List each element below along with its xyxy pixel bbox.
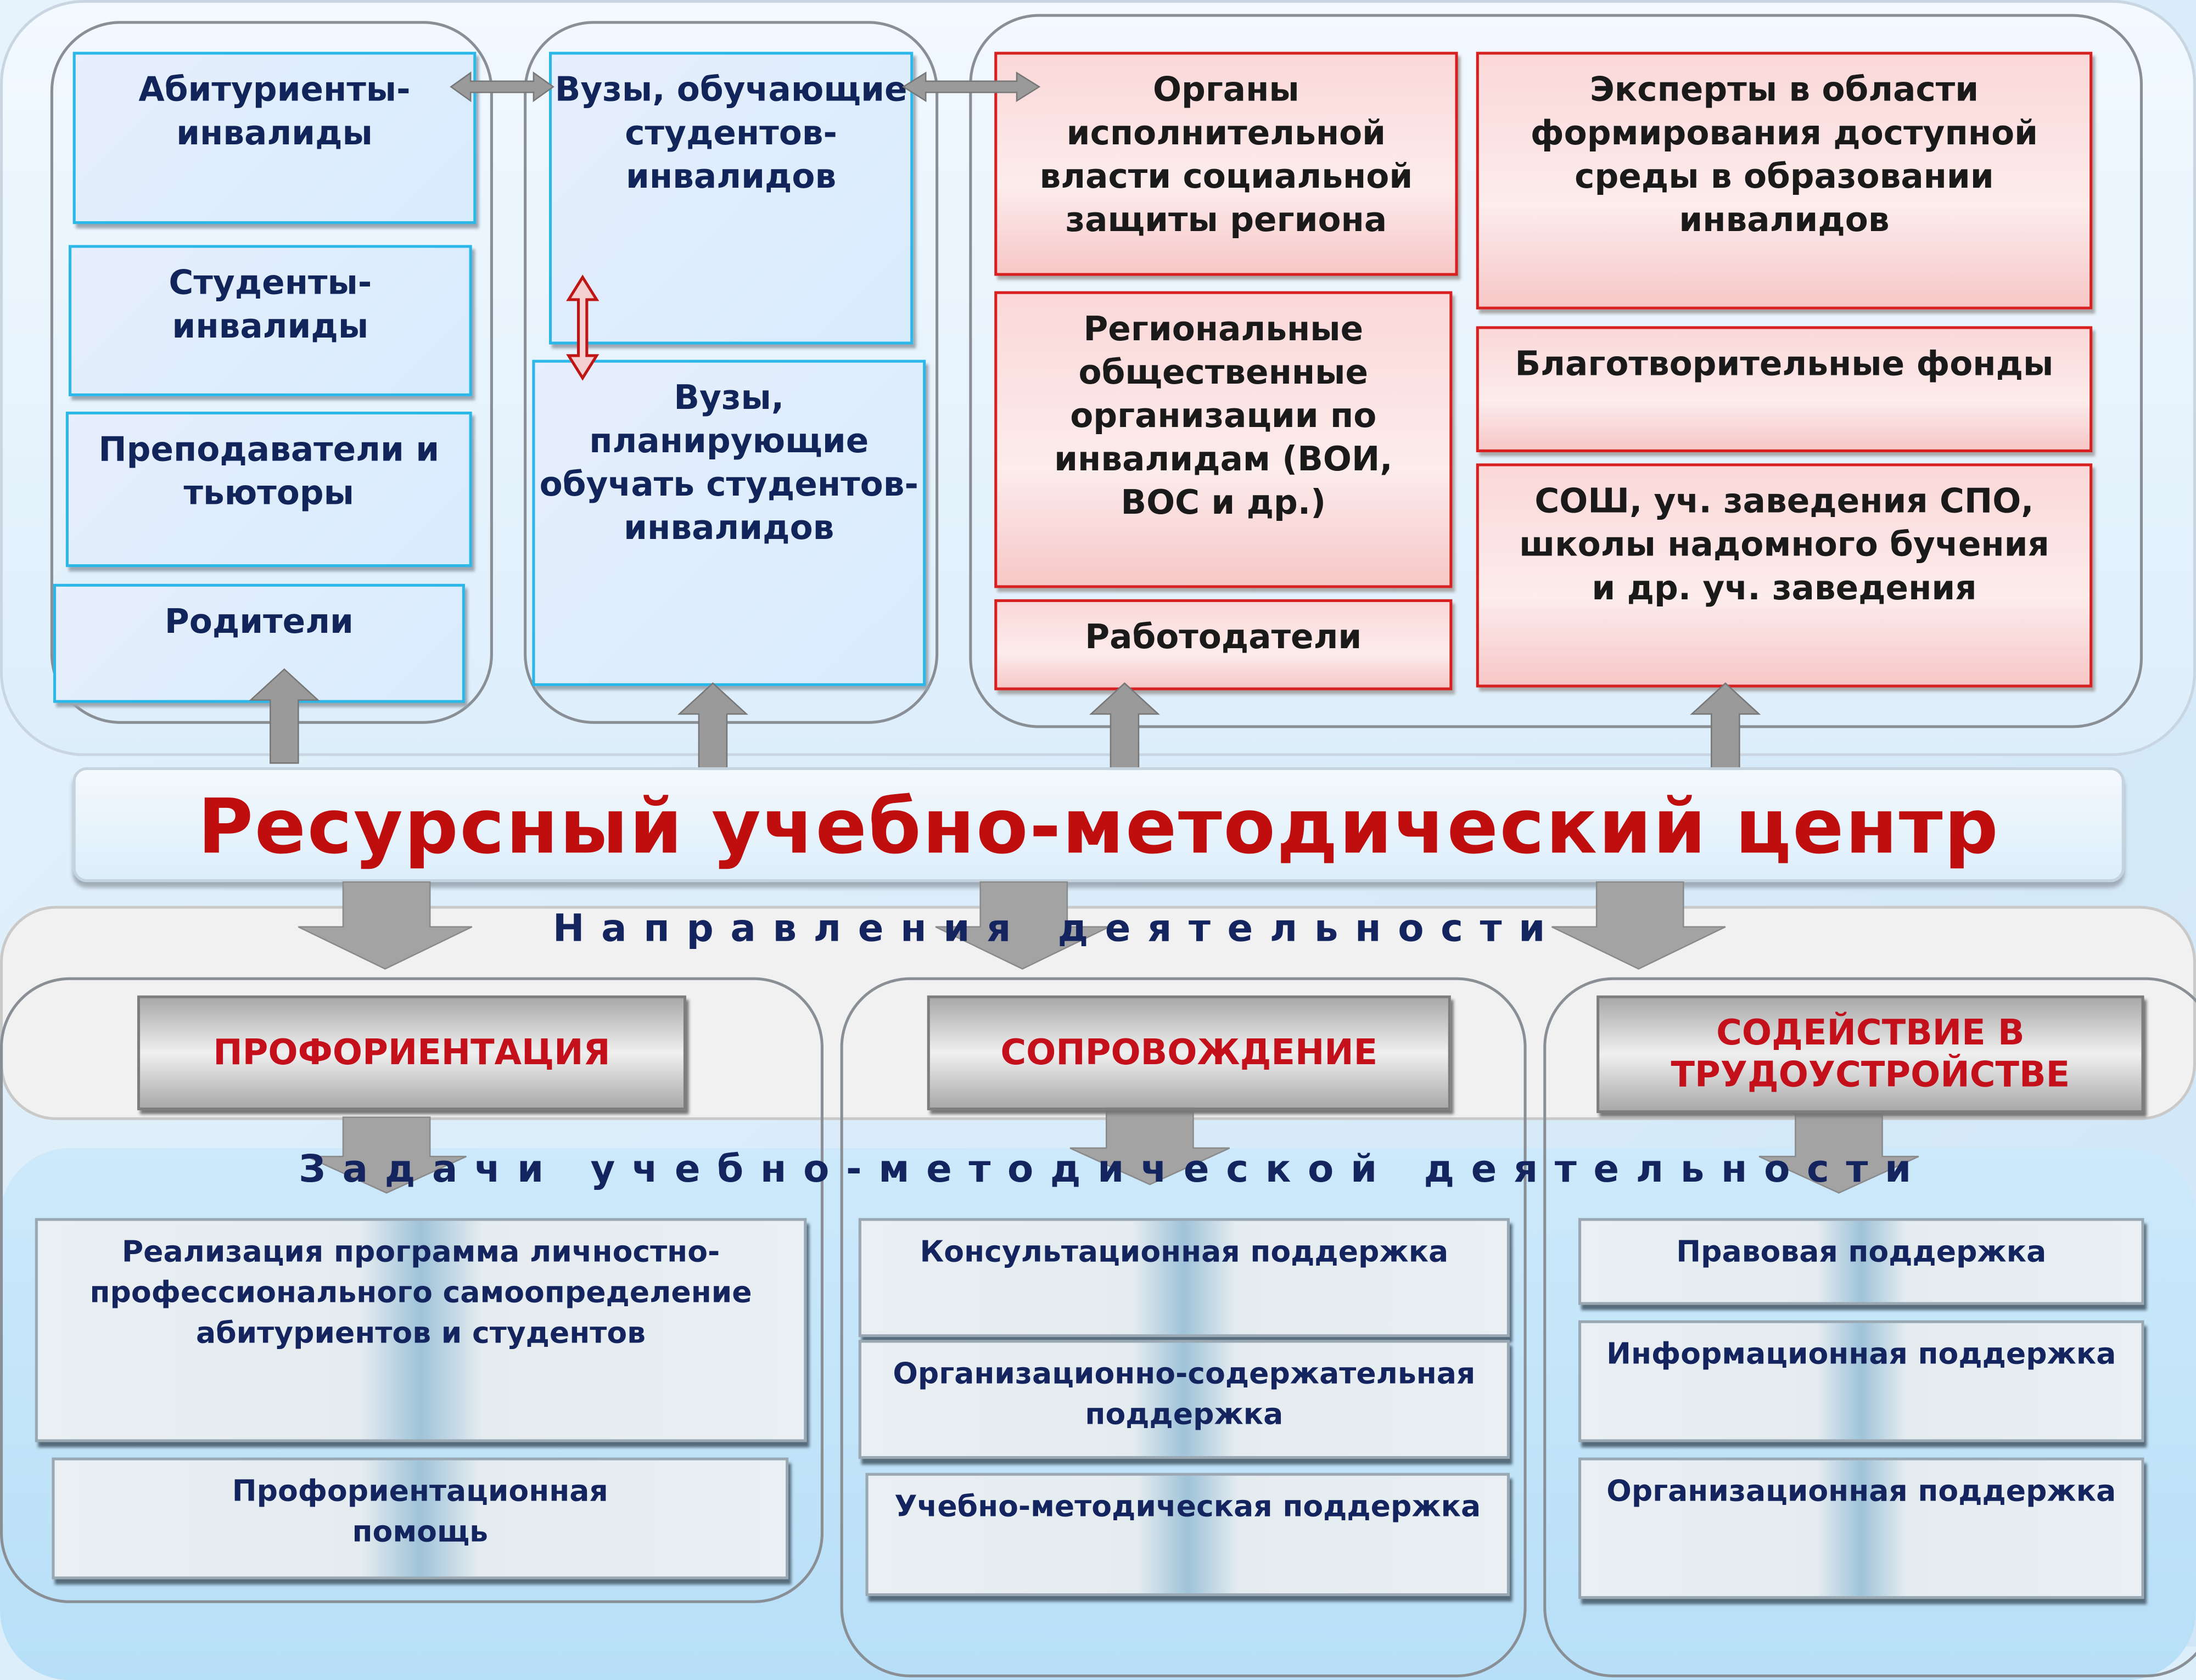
box-teachers: Преподаватели и тьюторы xyxy=(65,411,472,568)
direction-employment: СОДЕЙСТВИЕ В ТРУДОУСТРОЙСТВЕ xyxy=(1596,995,2144,1114)
box-employers: Работодатели xyxy=(994,599,1453,690)
directions-heading: Направления деятельности xyxy=(552,907,1562,951)
task-information: Информационная поддержка xyxy=(1578,1320,2144,1442)
task-self-determination: Реализация программа личностно-профессио… xyxy=(35,1218,807,1442)
direction-career-guidance: ПРОФОРИЕНТАЦИЯ xyxy=(137,995,686,1110)
box-charities: Благотворительные фонды xyxy=(1476,326,2093,452)
red-double-arrow-icon xyxy=(566,274,600,381)
task-organizational-content: Организационно-содержательная поддержка xyxy=(858,1340,1510,1459)
tasks-heading: Задачи учебно-методической деятельности xyxy=(299,1148,1928,1192)
box-public-organizations: Региональные общественные организации по… xyxy=(994,291,1453,588)
up-arrow-icon xyxy=(249,668,320,764)
box-schools: СОШ, уч. заведения СПО, школы надомного … xyxy=(1476,463,2093,688)
box-social-authorities: Органы исполнительной власти социальной … xyxy=(994,52,1458,276)
box-applicants: Абитуриенты-инвалиды xyxy=(72,52,477,224)
task-organizational: Организационная поддержка xyxy=(1578,1457,2144,1599)
down-arrow-icon xyxy=(1551,881,1726,970)
task-legal: Правовая поддержка xyxy=(1578,1218,2144,1305)
double-arrow-icon xyxy=(450,71,554,103)
task-consulting: Консультационная поддержка xyxy=(858,1218,1510,1338)
task-methodical: Учебно-методическая поддержка xyxy=(865,1473,1510,1597)
down-arrow-icon xyxy=(298,881,473,970)
task-career-help: Профориентационная помощь xyxy=(52,1457,789,1580)
double-arrow-icon xyxy=(901,71,1041,102)
down-arrow-icon xyxy=(306,1116,467,1194)
center-title: Ресурсный учебно-методический центр xyxy=(72,767,2125,883)
box-teaching-universities: Вузы, обучающие студентов-инвалидов xyxy=(548,52,914,345)
box-parents: Родители xyxy=(53,583,465,703)
box-experts: Эксперты в области формирования доступно… xyxy=(1476,52,2093,310)
box-planning-universities: Вузы, планирующие обучать студентов-инва… xyxy=(532,359,926,686)
down-arrow-icon xyxy=(1758,1114,1919,1194)
up-arrow-icon xyxy=(1089,682,1160,778)
box-students: Студенты-инвалиды xyxy=(68,245,472,396)
up-arrow-icon xyxy=(677,682,748,778)
direction-support: СОПРОВОЖДЕНИЕ xyxy=(927,995,1451,1110)
group-universities xyxy=(524,21,939,724)
down-arrow-icon xyxy=(935,881,1110,970)
group-organizations xyxy=(969,14,2143,728)
group-career xyxy=(0,977,824,1603)
up-arrow-icon xyxy=(1690,682,1761,778)
